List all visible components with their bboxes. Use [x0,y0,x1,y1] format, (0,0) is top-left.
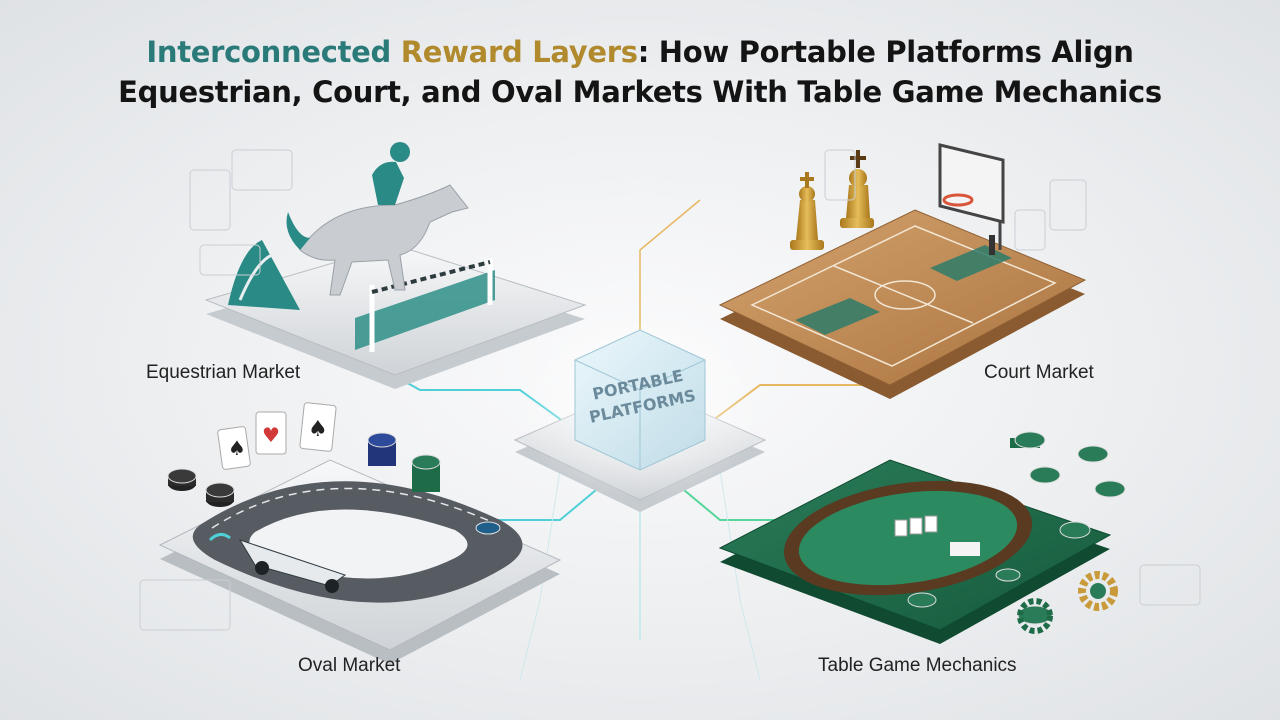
poker-chips-icon [167,431,1126,625]
hurdle-wall [355,270,495,350]
label-court-market: Court Market [984,362,1094,383]
svg-text:♥: ♥ [262,423,280,447]
horse-rider-figure [286,142,469,296]
poker-table-felt [798,490,1018,586]
rider-helmet [390,142,410,162]
arena-stand [228,240,300,310]
connector-trace-1 [519,469,561,681]
court-key-left [795,298,880,335]
equestrian-platform [204,142,587,389]
chess-knight-icon [840,150,874,228]
gear-icon [1017,571,1118,634]
table-card-2 [909,517,923,535]
table-card-3 [924,515,938,533]
table-card-1 [894,519,908,537]
title-accent-gold: Reward Layers [400,35,638,69]
court-lines [750,225,1057,367]
chess-king-icon [790,172,824,250]
backboard [938,143,1005,224]
court-platform [718,143,1087,399]
label-equestrian-market: Equestrian Market [146,362,301,383]
background-ui-panels [139,149,1201,631]
title-line-2: Equestrian, Court, and Oval Markets With… [118,75,1162,109]
rider-body [372,161,404,205]
label-table-game-mechanics: Table Game Mechanics [818,655,1017,676]
connector-trace-2 [719,469,761,681]
title-rest: : How Portable Platforms Align [637,35,1134,69]
oval-platform [158,459,562,664]
diagram-title: Interconnected Reward Layers: How Portab… [0,32,1280,112]
label-oval-market: Oval Market [298,655,401,676]
svg-text:♠: ♠ [228,436,246,460]
title-line-1: Interconnected Reward Layers: How Portab… [0,32,1280,72]
connector-court-aux [639,199,701,330]
playing-cards-icon: ♠ ♥ ♠ [217,402,337,470]
table-game-platform [718,459,1112,644]
dealer-button [950,542,980,556]
title-accent-teal: Interconnected [146,35,391,69]
svg-text:♠: ♠ [308,417,328,442]
race-car-icon [208,533,347,593]
hub-platform [513,320,767,512]
hoop-rim [942,193,974,207]
